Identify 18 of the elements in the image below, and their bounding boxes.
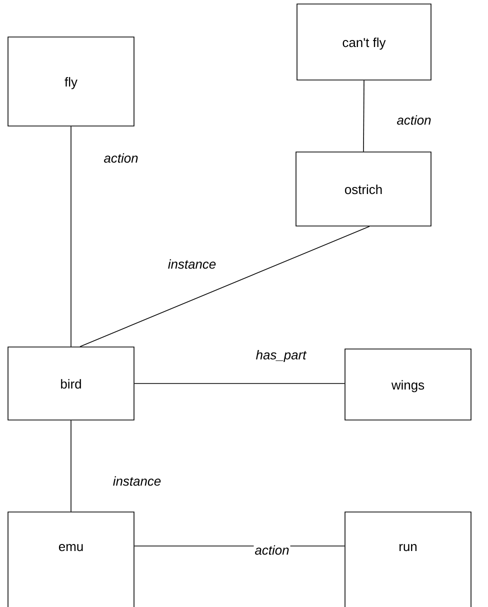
connector-line [70, 126, 72, 347]
concept-box: wings [344, 348, 472, 420]
connector-line [70, 420, 72, 512]
edge-label: has_part [254, 348, 308, 364]
edge-label: instance [166, 258, 218, 270]
concept-box: ostrich [296, 152, 432, 226]
concept-box: bird [8, 346, 134, 420]
concept-box: fly [8, 36, 134, 126]
connector-line [134, 383, 345, 384]
connector-line [363, 80, 364, 152]
connector-line [80, 226, 370, 347]
edge-label: instance [112, 475, 162, 487]
concept-box: can't fly [296, 4, 432, 80]
edge-label: action [254, 544, 290, 556]
edge-label: action [396, 114, 432, 126]
concept-box: emu [8, 512, 134, 607]
edge-label: action [102, 152, 140, 164]
concept-box: run [344, 512, 472, 607]
